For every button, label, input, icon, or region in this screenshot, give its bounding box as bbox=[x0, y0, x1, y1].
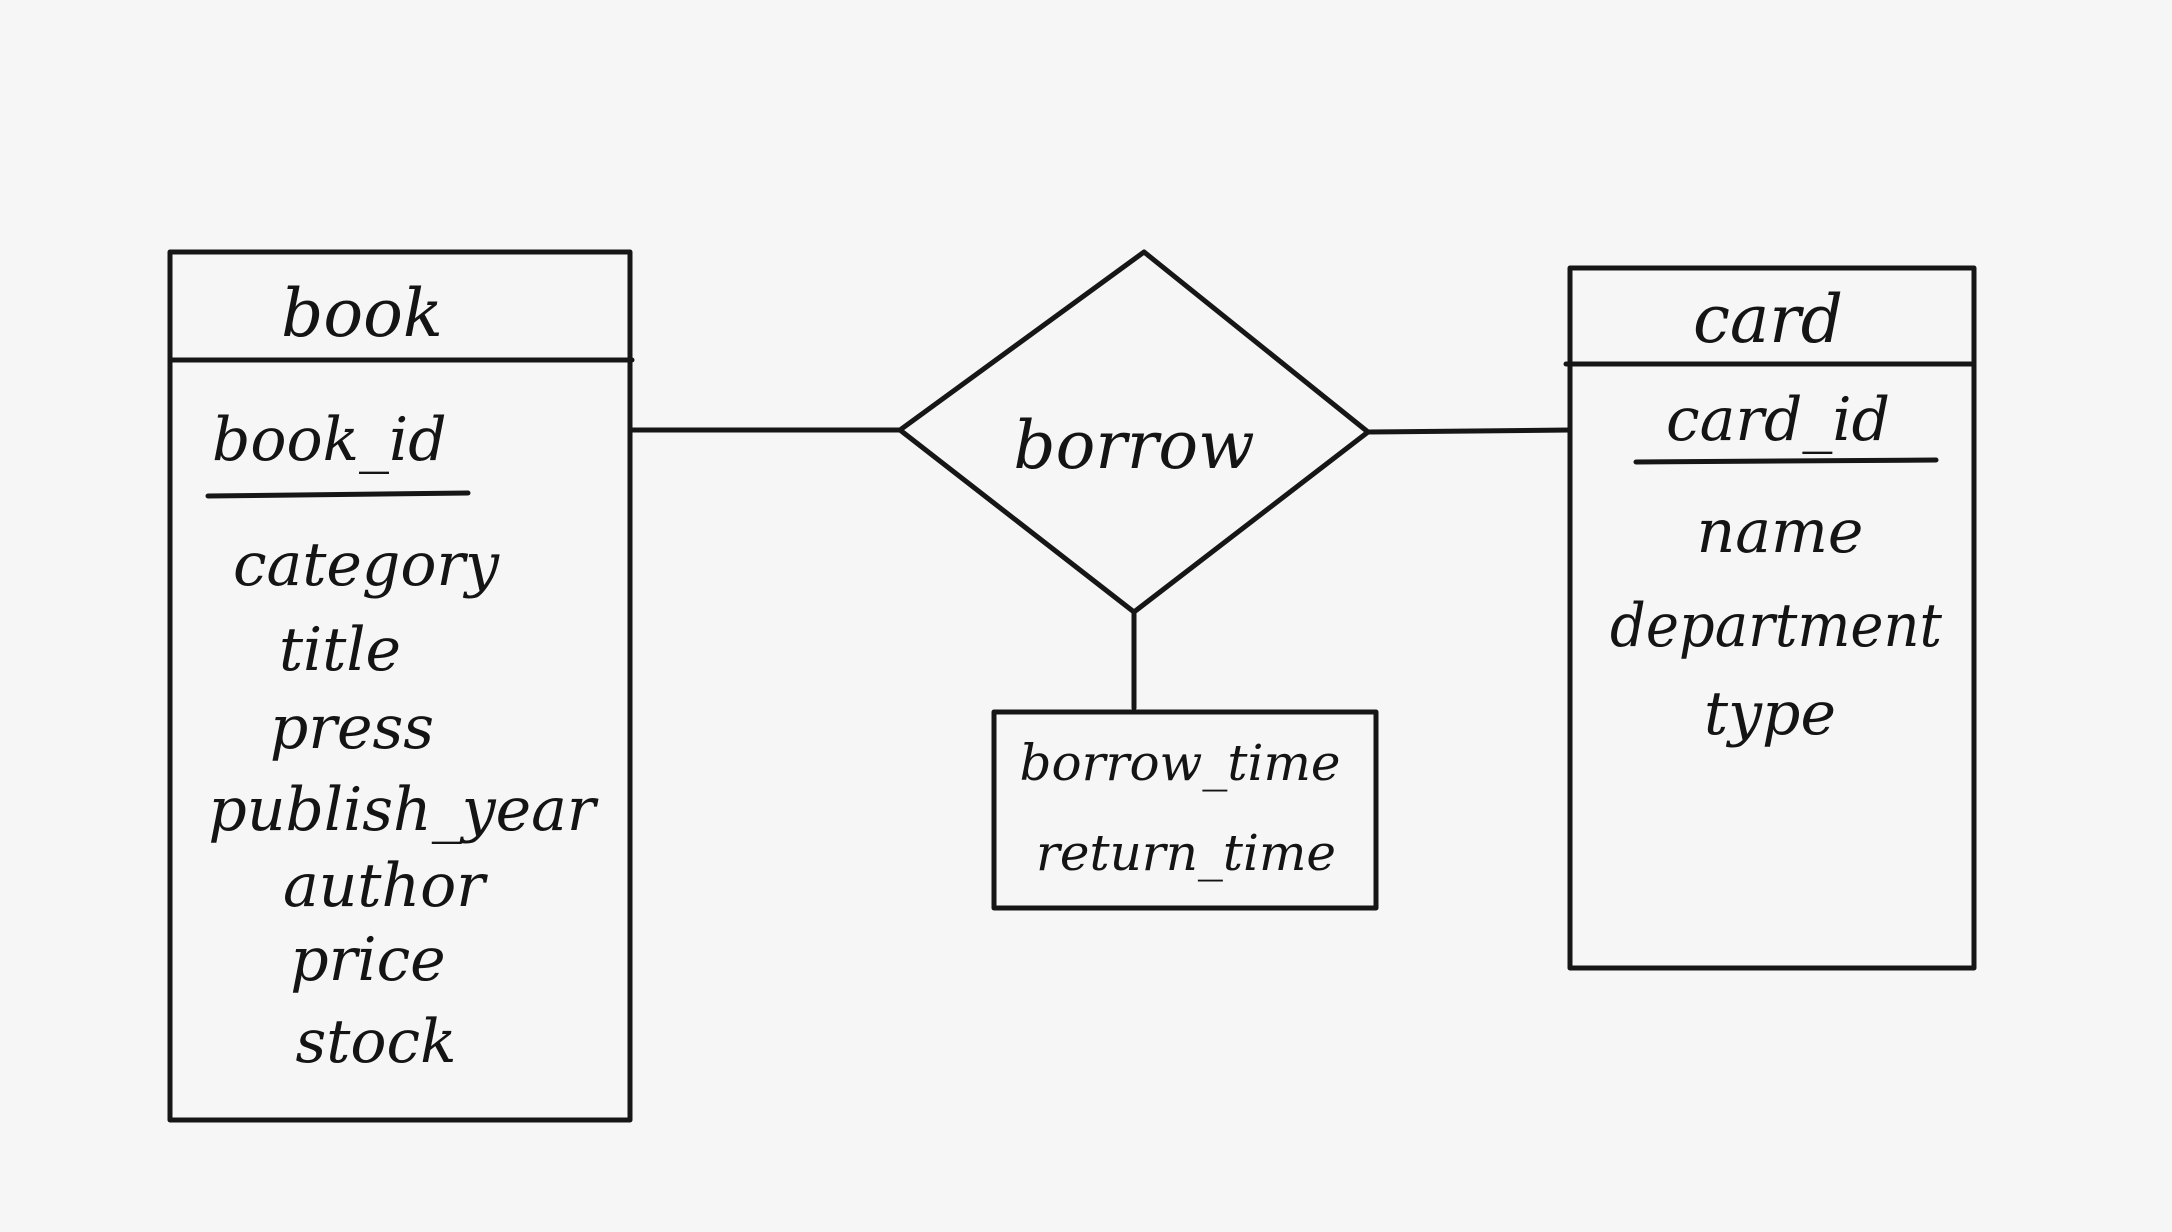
entity-card-key-underline bbox=[1633, 457, 1939, 465]
entity-book-attr-publish-year: publish_year bbox=[208, 775, 598, 845]
entity-card-attr-department: department bbox=[1610, 591, 1943, 661]
entity-book-attr-press: press bbox=[270, 693, 434, 763]
entity-book-attr-stock: stock bbox=[296, 1007, 457, 1077]
entity-book-attr-author: author bbox=[283, 851, 488, 921]
entity-book-attr-category: category bbox=[233, 530, 500, 600]
entity-book-box bbox=[167, 249, 633, 1123]
entity-book-attr-price: price bbox=[290, 925, 445, 995]
relationship-attr-return-time: return_time bbox=[1036, 824, 1336, 882]
relationship-attr-borrow-time: borrow_time bbox=[1020, 734, 1341, 792]
entity-card-box bbox=[1567, 265, 1977, 971]
relationship-attributes: borrow_time return_time bbox=[991, 709, 1379, 911]
entity-book-key-underline bbox=[205, 490, 471, 499]
relationship-borrow-diamond bbox=[897, 249, 1371, 615]
entity-card-title: card bbox=[1693, 281, 1843, 358]
relationship-borrow: borrow bbox=[897, 249, 1371, 615]
connector-borrow-card bbox=[1365, 427, 1573, 435]
entity-card: card card_id name department type bbox=[1563, 265, 1977, 971]
entity-card-attr-name: name bbox=[1697, 497, 1864, 567]
entity-card-attr-type: type bbox=[1704, 679, 1836, 749]
entity-book-title: book bbox=[281, 275, 443, 352]
relationship-borrow-label: borrow bbox=[1013, 407, 1254, 484]
entity-book-key: book_id bbox=[212, 405, 447, 475]
entity-book: book book_id category title press publis… bbox=[167, 249, 635, 1123]
entity-card-key: card_id bbox=[1666, 385, 1890, 455]
relationship-attributes-box bbox=[991, 709, 1379, 911]
entity-book-attr-title: title bbox=[279, 615, 401, 685]
